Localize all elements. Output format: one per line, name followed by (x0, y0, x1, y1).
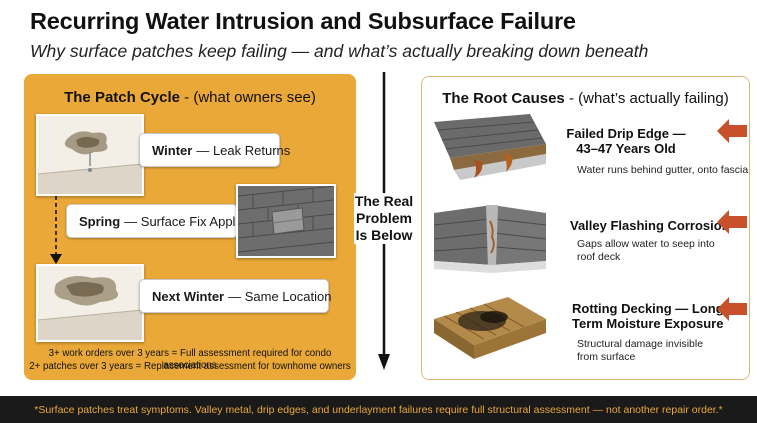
step-winter-text: — Leak Returns (196, 142, 291, 158)
cause-1-title-line-2: 43–47 Years Old (576, 141, 676, 156)
cause-3-desc-line-1: Structural damage invisible (577, 338, 704, 350)
cause-2-title-line-1: Valley Flashing Corrosion (570, 218, 730, 233)
ceiling-leak-icon (36, 114, 144, 196)
patch-cycle-title-bold: The Patch Cycle (64, 89, 180, 106)
cause-3-desc-line-2: from surface (577, 350, 636, 363)
patch-cycle-title: The Patch Cycle - (what owners see) (24, 89, 356, 106)
cause-3-title-line-2: Term Moisture Exposure (572, 316, 724, 331)
real-problem-line-3: Is Below (355, 227, 413, 243)
root-causes-title-rest: - (what’s actually failing) (564, 90, 729, 107)
cause-1-title-line-1: Failed Drip Edge — (566, 126, 686, 141)
valley-flashing-icon (434, 201, 546, 279)
step-spring-label: Spring— Surface Fix Applied (66, 204, 253, 238)
root-causes-panel: The Root Causes - (what’s actually faili… (421, 76, 750, 380)
step-next-winter-text: — Same Location (228, 288, 332, 304)
real-problem-line-1: The Real (354, 193, 414, 209)
root-causes-title: The Root Causes - (what’s actually faili… (422, 90, 749, 107)
dashed-down-arrow-icon (50, 196, 62, 264)
assessment-note-1: 3+ work orders over 3 years = Full asses… (48, 348, 332, 371)
cause-1-desc-line-1: Water runs behind gutter, onto fascia (577, 164, 749, 176)
step-next-winter-label: Next Winter— Same Location (139, 279, 332, 313)
page-subtitle: Why surface patches keep failing — and w… (30, 41, 649, 61)
footer-banner: *Surface patches treat symptoms. Valley … (0, 396, 757, 423)
step-next-winter-season: Next Winter (152, 288, 225, 304)
patch-cycle-title-rest: - (what owners see) (180, 89, 316, 106)
drip-edge-icon (434, 114, 546, 188)
cause-2-title: Valley Flashing Corrosion (570, 218, 730, 233)
step-spring-season: Spring (79, 213, 121, 229)
ceiling-stain-icon (36, 264, 144, 342)
roof-patch-icon (236, 184, 336, 258)
real-problem-line-2: Problem (355, 210, 412, 226)
step-winter-label: Winter— Leak Returns (139, 133, 290, 167)
rotten-decking-icon (434, 289, 546, 369)
red-arrow-icon (717, 119, 747, 143)
cause-2-desc-line-1: Gaps allow water to seep into (577, 238, 715, 250)
cause-1-desc: Water runs behind gutter, onto fascia (577, 164, 748, 177)
real-problem-label: The Real Problem Is Below (354, 193, 414, 244)
step-winter-season: Winter (152, 142, 193, 158)
step-spring-text: — Surface Fix Applied (124, 213, 253, 229)
red-arrow-icon (717, 210, 747, 234)
cause-2-desc-line-2: roof deck (577, 250, 621, 263)
page-title: Recurring Water Intrusion and Subsurface… (30, 8, 576, 34)
footer-text: *Surface patches treat symptoms. Valley … (34, 403, 723, 416)
cause-3-title-line-1: Rotting Decking — Long- (572, 301, 728, 316)
cause-3-title: Rotting Decking — Long- Term Moisture Ex… (572, 301, 742, 331)
patch-cycle-panel: The Patch Cycle - (what owners see) Wint… (24, 74, 356, 380)
cause-1-title: Failed Drip Edge — 43–47 Years Old (552, 126, 700, 156)
cause-3-desc: Structural damage invisible from surface (577, 338, 703, 363)
assessment-note-2: 2+ patches over 3 years = Replacement as… (29, 361, 351, 372)
red-arrow-icon (717, 297, 747, 321)
root-causes-title-bold: The Root Causes (442, 90, 565, 107)
cause-2-desc: Gaps allow water to seep into roof deck (577, 238, 715, 263)
